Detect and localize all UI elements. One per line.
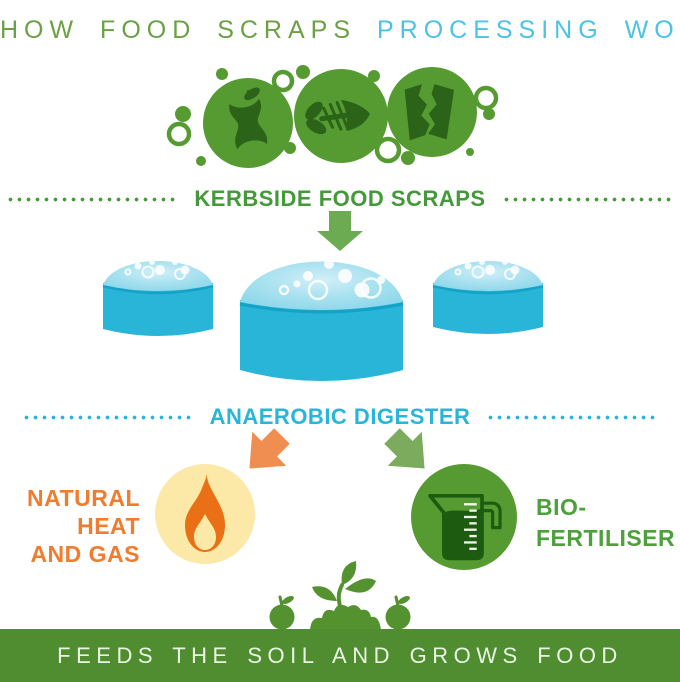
fertiliser-label-line1: BIO-	[536, 494, 587, 520]
heat-label-line2: HEAT	[77, 513, 140, 539]
flame-icon	[185, 474, 225, 552]
digester-tanks	[102, 259, 544, 381]
down-arrow-icon	[317, 211, 363, 251]
footer-banner: FEEDS THE SOIL AND GROWS FOOD	[0, 629, 680, 682]
tank-left	[102, 259, 214, 336]
output-arrows	[249, 428, 425, 469]
decorative-rings	[166, 69, 499, 164]
torn-paper-icon	[387, 67, 477, 157]
kerbside-label: KERBSIDE FOOD SCRAPS	[194, 186, 486, 211]
apple-core-icon	[203, 78, 293, 168]
fish-bones-icon	[294, 69, 388, 163]
heat-arrow-icon	[249, 428, 290, 469]
soil-mound	[310, 604, 381, 630]
decorative-bubbles	[175, 65, 495, 166]
fertiliser-label-line2: FERTILISER	[536, 525, 676, 551]
flame-badge	[155, 464, 255, 564]
fertiliser-badge	[411, 464, 517, 570]
anaerobic-digester-label: ANAEROBIC DIGESTER	[209, 404, 471, 429]
heat-label-line3: AND GAS	[30, 541, 140, 567]
title-part-food-scraps: HOW FOOD SCRAPS	[0, 16, 357, 44]
tank-right	[432, 259, 544, 334]
footer-text: FEEDS THE SOIL AND GROWS FOOD	[57, 643, 623, 668]
food-scraps-icon-cluster	[166, 65, 499, 168]
dotted-rule-right	[501, 196, 674, 202]
sprout-and-apples-icon	[269, 561, 411, 630]
digester-label-row: ANAEROBIC DIGESTER	[0, 404, 680, 430]
page-title: HOW FOOD SCRAPS PROCESSING WORKS	[0, 16, 680, 45]
heat-label-line1: NATURAL	[27, 485, 140, 511]
heat-label: NATURAL HEAT AND GAS	[18, 484, 140, 568]
fertiliser-arrow-icon	[384, 428, 425, 469]
title-part-processing-works: PROCESSING WORKS	[376, 16, 680, 44]
measuring-jug-icon	[428, 493, 502, 561]
dotted-rule-left	[6, 196, 179, 202]
fertiliser-label: BIO- FERTILISER	[536, 492, 676, 554]
kerbside-label-row: KERBSIDE FOOD SCRAPS	[0, 186, 680, 212]
apple-icon	[385, 595, 411, 630]
tank-center	[239, 259, 404, 381]
dotted-rule-left	[21, 414, 194, 420]
apple-icon	[269, 595, 295, 630]
dotted-rule-right	[486, 414, 659, 420]
